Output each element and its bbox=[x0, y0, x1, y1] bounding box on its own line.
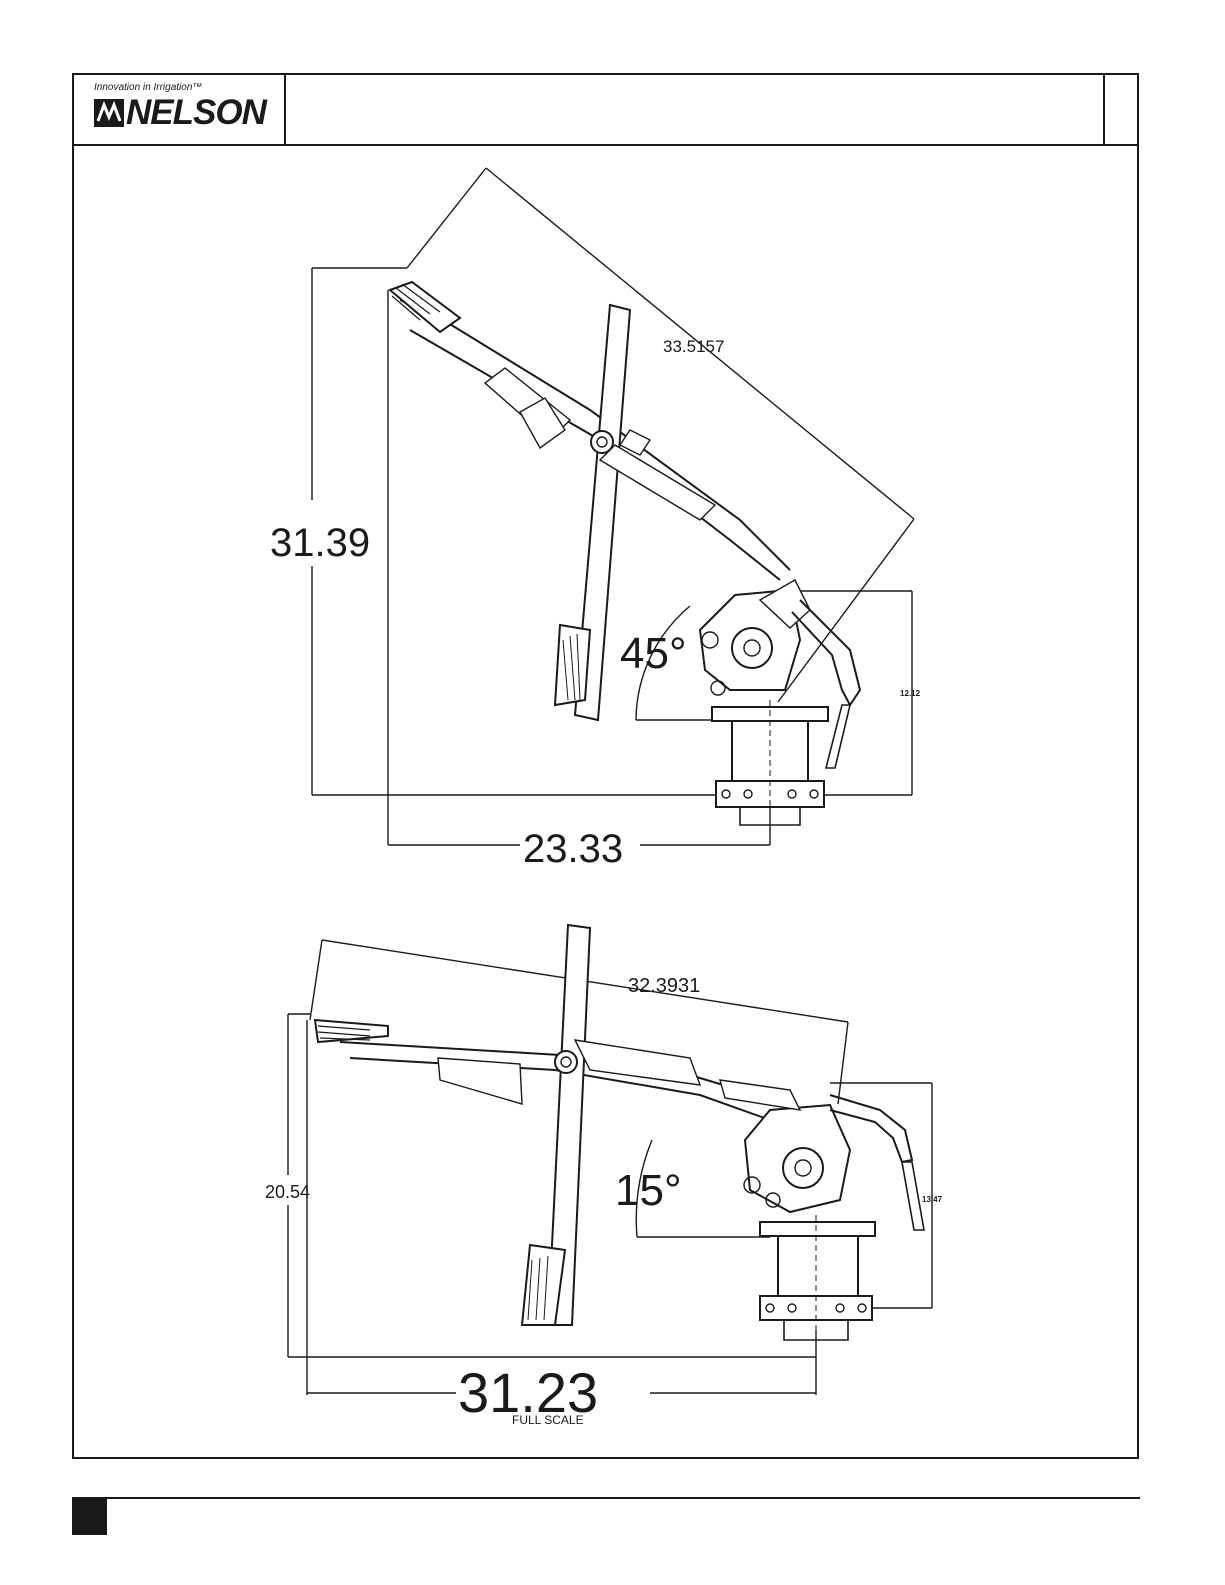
footer-page-tab bbox=[72, 1497, 107, 1535]
sprinkler-drawing-45deg: 33.5157 31.39 23.33 45° 12.12 bbox=[270, 168, 921, 871]
sprinkler-drawing-15deg: 32.3931 20.54 31.23 15° 13.47 FULL SCALE bbox=[265, 925, 943, 1427]
width-label-top: 23.33 bbox=[523, 827, 623, 871]
height-label-bottom: 20.54 bbox=[265, 1182, 310, 1202]
side-height-label-bottom: 13.47 bbox=[922, 1195, 943, 1204]
angle-label-top: 45° bbox=[620, 629, 687, 678]
side-height-label-top: 12.12 bbox=[900, 689, 921, 698]
height-label-top: 31.39 bbox=[270, 521, 370, 565]
arm-length-label-top: 33.5157 bbox=[663, 337, 724, 356]
scale-note: FULL SCALE bbox=[512, 1413, 584, 1427]
angle-label-bottom: 15° bbox=[615, 1166, 682, 1215]
footer-rule bbox=[72, 1497, 1140, 1499]
arm-length-label-bottom: 32.3931 bbox=[628, 975, 700, 997]
